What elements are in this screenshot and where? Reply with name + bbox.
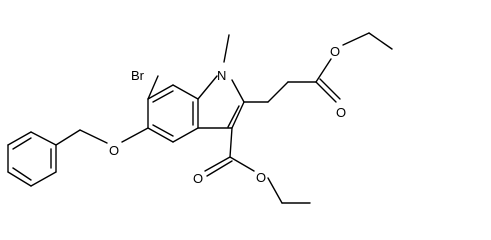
indole-pyrrole-ring — [197, 75, 245, 129]
propanoate-carbonyl-oxygen-label: O — [336, 105, 346, 120]
ester-carbonyl-oxygen-label: O — [193, 171, 203, 186]
ester-alkoxy-oxygen-label: O — [256, 170, 266, 185]
ethyl-propanoate-chain — [243, 32, 393, 103]
c-br-bond — [147, 75, 159, 100]
indole-benzene-ring — [147, 84, 199, 143]
benzyloxy-linker — [55, 127, 149, 146]
benzyl-phenyl-ring — [7, 131, 57, 187]
propanoate-alkoxy-oxygen-label: O — [330, 44, 340, 59]
ethyl-ester-bottom — [204, 127, 311, 204]
n-methyl-bond — [223, 34, 230, 63]
nitrogen-atom-label: N — [217, 68, 226, 83]
bromine-atom-label: Br — [131, 68, 145, 83]
ether-oxygen-label: O — [109, 143, 119, 158]
